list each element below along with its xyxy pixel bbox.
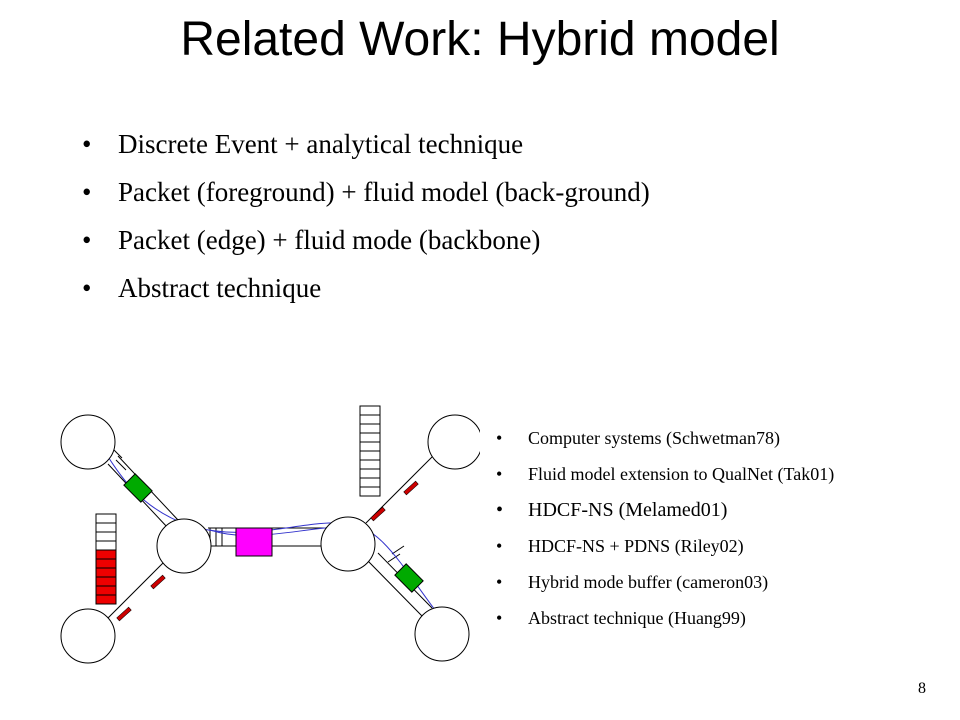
bullet-dot: • [496,428,503,448]
slide-title: Related Work: Hybrid model [180,13,780,66]
reference-item: • Computer systems (Schwetman78) [496,420,834,456]
node-top-left [60,414,116,470]
bullet-dot: • [82,225,92,255]
bullet-dot: • [496,499,504,521]
bullet-dot: • [496,572,503,592]
bullet-item: • Abstract technique [80,266,650,314]
packet-magenta-backbone [235,527,273,557]
bullet-dot: • [496,464,503,484]
queue-buffer-top [359,405,381,497]
bullet-dot: • [82,129,92,159]
packet-green-right [394,563,424,593]
reference-item: • Hybrid mode buffer (cameron03) [496,564,834,600]
packet-green-left [123,473,153,503]
bullet-dot: • [496,536,503,556]
reference-text: Abstract technique (Huang99) [528,608,746,628]
bullet-item: • Packet (foreground) + fluid model (back… [80,170,650,218]
node-bottom-left [60,608,116,664]
reference-text: Fluid model extension to QualNet (Tak01) [528,464,835,484]
reference-text: HDCF-NS + PDNS (Riley02) [528,536,744,556]
reference-text: Hybrid mode buffer (cameron03) [528,572,769,592]
node-bottom-right [414,606,470,662]
bullet-text: Packet (foreground) + fluid model (back-… [118,177,650,207]
page-number: 8 [918,680,926,697]
reference-item: • HDCF-NS + PDNS (Riley02) [496,528,834,564]
flow-paths [94,434,436,611]
reference-item: • HDCF-NS (Melamed01) [496,492,834,528]
bullet-dot: • [496,608,503,628]
bullet-text: Discrete Event + analytical technique [118,129,524,159]
reference-item: • Fluid model extension to QualNet (Tak01… [496,456,834,492]
node-top-right [427,414,480,470]
reference-text: Computer systems (Schwetman78) [528,428,780,448]
fluid-dashes [116,480,419,622]
queue-buffer-left [95,513,117,605]
hybrid-network-diagram [60,405,480,664]
reference-list: • Computer systems (Schwetman78) • Fluid m… [496,420,834,636]
bullet-item: • Discrete Event + analytical technique [80,122,650,170]
reference-item: • Abstract technique (Huang99) [496,600,834,636]
bullet-text: Packet (edge) + fluid mode (backbone) [118,225,541,255]
node-center-left [156,518,212,574]
main-bullet-list: • Discrete Event + analytical technique •… [80,122,650,314]
network-nodes [60,414,480,664]
bullet-dot: • [82,273,92,303]
reference-text: HDCF-NS (Melamed01) [528,499,728,521]
node-center-right [320,516,376,572]
bullet-text: Abstract technique [118,273,322,303]
bullet-dot: • [82,177,92,207]
bullet-item: • Packet (edge) + fluid mode (backbone) [80,218,650,266]
